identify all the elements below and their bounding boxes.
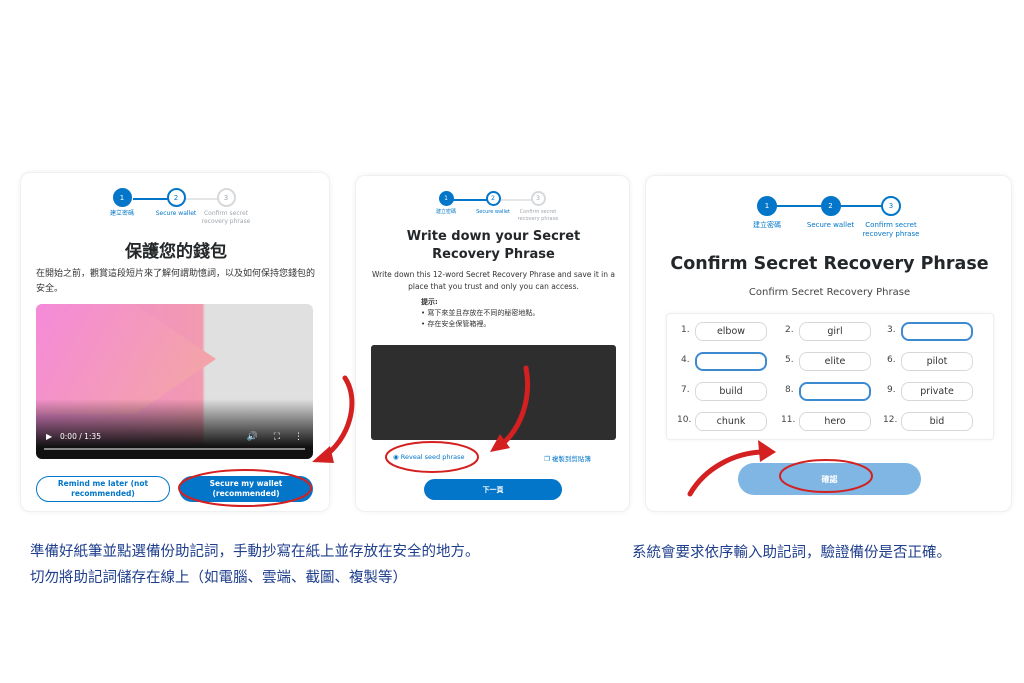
word-number: 6. [887,355,896,365]
word-field: pilot [901,352,973,371]
word-field: girl [799,322,871,341]
word-number: 1. [681,325,690,335]
confirm-button[interactable]: 確認 [738,463,921,495]
word-number: 2. [785,325,794,335]
caption-left-2: 切勿將助記詞儲存在線上（如電腦、雲端、截圖、複製等） [30,570,407,586]
arrow-red-3 [687,449,768,497]
reveal-seed-phrase-link[interactable]: ◉ Reveal seed phrase [393,453,465,461]
highlight-circle-reveal [385,441,479,473]
play-icon[interactable]: ▶ [46,432,53,441]
word-field: hero [799,412,871,431]
copy-to-clipboard-link[interactable]: ❐ 複製到剪貼簿 [544,455,591,463]
word-grid: 1. elbow 2. girl 3. 4. 5. elite 6. pilot 7. build 8.… [666,313,994,440]
word-input-empty[interactable] [901,322,973,341]
subtitle: Confirm Secret Recovery Phrase [748,287,911,298]
remind-later-button[interactable]: Remind me later (not recommended) [36,476,170,502]
word-input-empty[interactable] [799,382,871,401]
word-number: 12. [883,415,898,425]
highlight-circle-secure [178,469,312,507]
secure-wallet-button[interactable]: Secure my wallet (recommended) [179,476,313,502]
description: Write down this 12-word Secret Recovery … [372,270,615,291]
word-number: 5. [785,355,794,365]
caption-right: 系統會要求依序輸入助記詞，驗證備份是否正確。 [632,545,951,561]
page-title: Write down your Secret Recovery Phrase [406,229,581,262]
page-title: 保護您的錢包 [125,242,227,262]
description: 在開始之前，觀賞這段短片來了解何謂助憶詞，以及如何保持您錢包的安全。 [36,269,316,294]
word-field: build [695,382,767,401]
word-number: 11. [781,415,796,425]
word-field: private [901,382,973,401]
volume-icon[interactable]: 🔊 [246,432,258,442]
next-button[interactable]: 下一頁 [424,479,562,500]
tips: 提示: • 寫下來並且存放在不同的秘密地點。 • 存在安全保管箱裡。 [421,297,539,330]
video-progress[interactable] [44,448,305,450]
caption-left-1: 準備好紙筆並點選備份助記詞，手動抄寫在紙上並存放在安全的地方。 [30,544,480,560]
video-player[interactable]: ▶ 0:00 / 1:35 🔊 ⛶ ⋮ [36,304,313,459]
word-number: 3. [887,325,896,335]
more-icon[interactable]: ⋮ [294,432,303,442]
page-title: Confirm Secret Recovery Phrase [670,254,989,274]
copy-icon: ❐ [544,455,552,463]
word-field: chunk [695,412,767,431]
fullscreen-icon[interactable]: ⛶ [273,432,280,442]
tip-item: • 寫下來並且存放在不同的秘密地點。 [421,309,540,317]
word-number: 4. [681,355,690,365]
word-number: 10. [677,415,692,425]
word-number: 7. [681,385,690,395]
word-number: 8. [785,385,794,395]
eye-icon: ◉ [393,453,401,461]
word-field: bid [901,412,973,431]
tips-label: 提示: [421,298,438,306]
word-field: elite [799,352,871,371]
word-input-empty[interactable] [695,352,767,371]
arrow-red-2 [497,365,531,449]
word-number: 9. [887,385,896,395]
video-time: 0:00 / 1:35 [60,432,101,441]
tip-item: • 存在安全保管箱裡。 [421,320,491,328]
arrow-red-1 [319,375,355,461]
hidden-seed-phrase [371,345,616,440]
highlight-circle-confirm [779,459,873,493]
word-field: elbow [695,322,767,341]
